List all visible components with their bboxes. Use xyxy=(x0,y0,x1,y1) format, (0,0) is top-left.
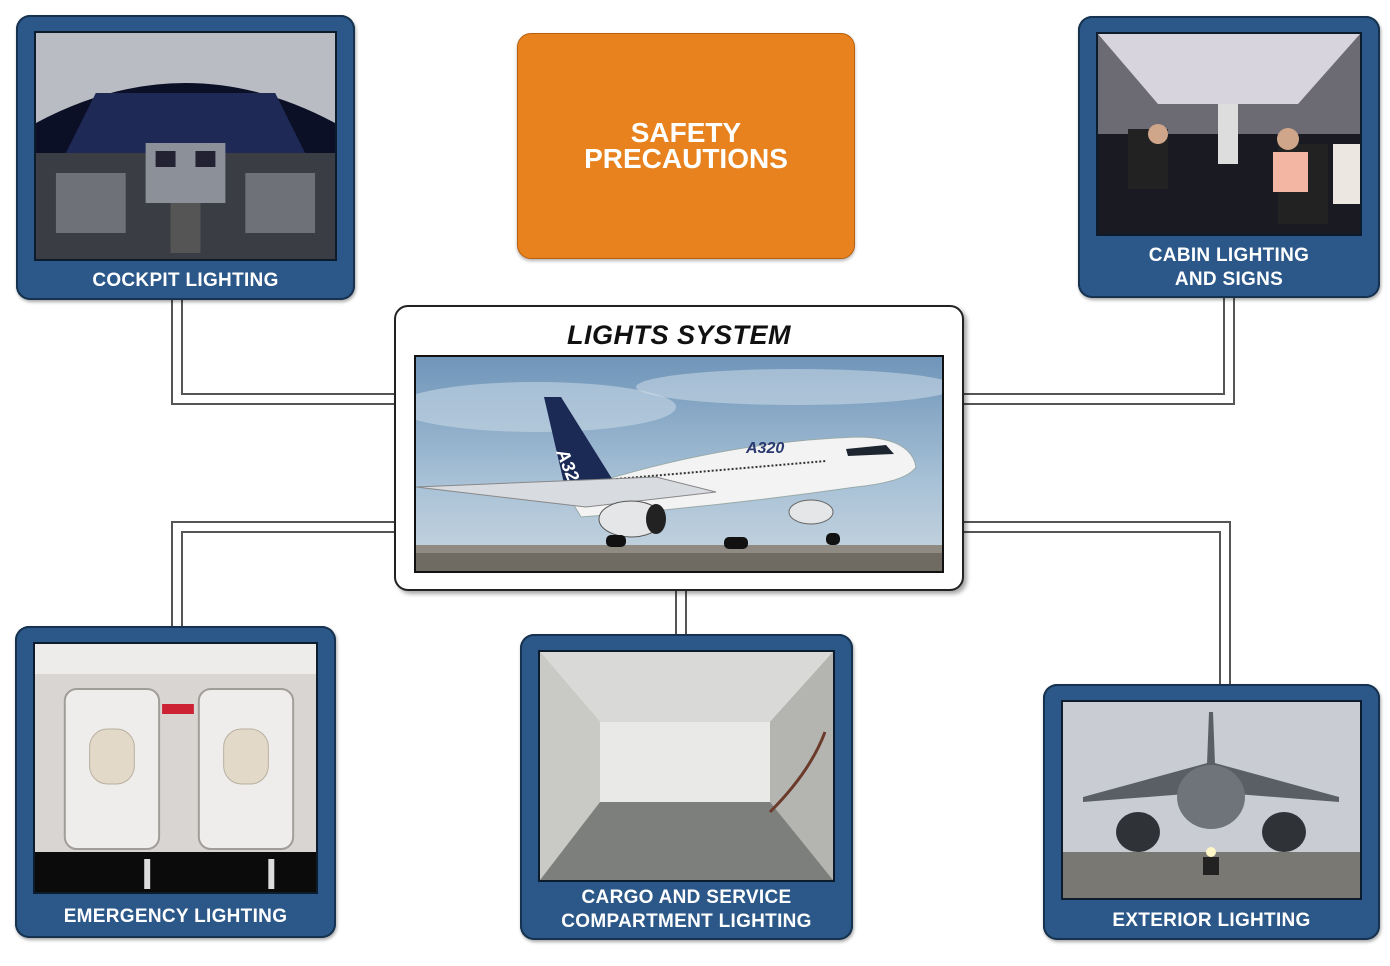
exterior-aircraft-photo xyxy=(1061,700,1362,900)
fuselage-logo-text: A320 xyxy=(745,440,784,457)
cabin-photo xyxy=(1096,32,1362,236)
lights-system-box[interactable]: LIGHTS SYSTEM A320 A320 xyxy=(394,305,964,591)
exterior-lighting-card[interactable]: EXTERIOR LIGHTING xyxy=(1043,684,1380,940)
exterior-lighting-label: EXTERIOR LIGHTING xyxy=(1112,910,1311,931)
safety-line-2: PRECAUTIONS xyxy=(584,143,788,174)
safety-line-1: SAFETY xyxy=(630,117,742,148)
cargo-label: CARGO AND SERVICE COMPARTMENT LIGHTING xyxy=(520,886,853,934)
cockpit-lighting-label: COCKPIT LIGHTING xyxy=(92,270,279,291)
safety-precautions-box[interactable]: SAFETY PRECAUTIONS xyxy=(517,33,855,259)
cargo-label-line-1: CARGO AND SERVICE xyxy=(581,887,792,908)
emergency-exits-photo xyxy=(33,642,318,894)
emergency-lighting-card[interactable]: EMERGENCY LIGHTING xyxy=(15,626,336,938)
a320-aircraft-photo: A320 A320 xyxy=(414,355,944,573)
cabin-lighting-card[interactable]: CABIN LIGHTING AND SIGNS xyxy=(1078,16,1380,298)
emergency-lighting-label: EMERGENCY LIGHTING xyxy=(63,906,288,927)
cabin-label-line-2: AND SIGNS xyxy=(1174,269,1284,290)
cargo-label-line-2: COMPARTMENT LIGHTING xyxy=(561,911,812,932)
lights-system-title: LIGHTS SYSTEM xyxy=(566,320,792,350)
cabin-label-line-1: CABIN LIGHTING xyxy=(1148,245,1310,266)
cockpit-lighting-card[interactable]: COCKPIT LIGHTING xyxy=(16,15,355,300)
cargo-compartment-card[interactable]: CARGO AND SERVICE COMPARTMENT LIGHTING xyxy=(520,634,853,940)
cabin-lighting-label: CABIN LIGHTING AND SIGNS xyxy=(1078,244,1380,292)
cockpit-photo xyxy=(34,31,337,261)
cargo-hold-photo xyxy=(538,650,835,882)
